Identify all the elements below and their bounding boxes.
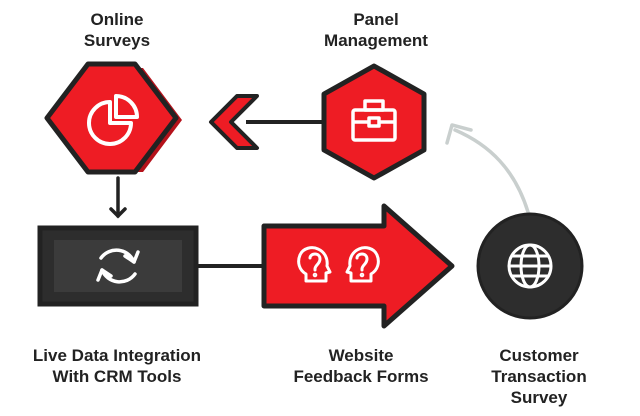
globe-icon xyxy=(507,243,553,289)
online-surveys-label: Online Surveys xyxy=(83,10,151,50)
feedback-forms-label: Website Feedback Forms xyxy=(293,346,429,386)
toolbox-icon xyxy=(351,99,397,142)
pie-chart-icon xyxy=(87,94,139,146)
live-data-label: Live Data Integration With CRM Tools xyxy=(32,346,202,386)
feedback-forms-arrow xyxy=(261,203,455,329)
panel-management-label: Panel Management xyxy=(324,10,428,50)
return-connector xyxy=(445,123,530,214)
live-data-box xyxy=(37,225,199,307)
sync-icon xyxy=(96,248,140,284)
left-chevron-arrow xyxy=(209,94,259,150)
down-arrow xyxy=(109,176,127,219)
heads-question-icon xyxy=(297,246,380,283)
customer-survey-label: Customer Transaction Survey xyxy=(491,346,587,407)
